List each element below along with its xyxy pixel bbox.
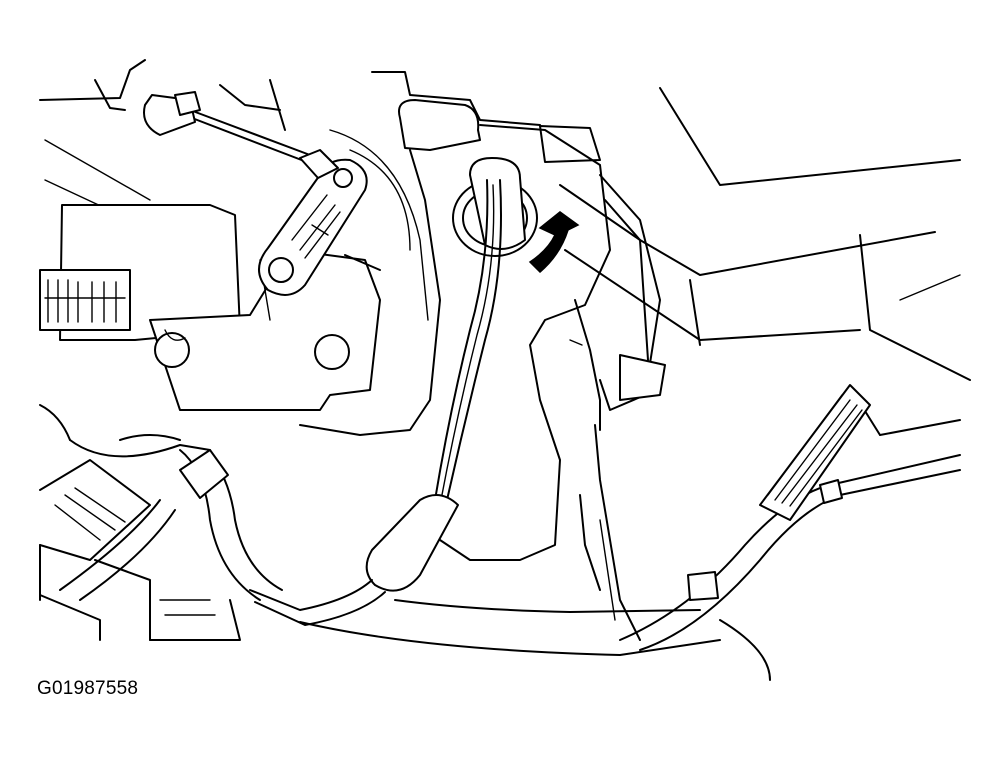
actuator-motor [39, 204, 381, 411]
rotation-arrow-icon [528, 211, 580, 274]
dash-panel-outlines [39, 59, 971, 436]
left-harness [39, 404, 283, 601]
lower-left-duct [39, 459, 241, 641]
figure-id-label: G01987558 [37, 678, 139, 699]
grommet [452, 157, 538, 257]
linkage-rod [143, 91, 339, 179]
lever-arm [258, 158, 368, 296]
vent-louver [759, 384, 871, 521]
wire-harness [249, 179, 721, 656]
lower-harness [619, 454, 961, 681]
heater-housing [299, 99, 666, 641]
